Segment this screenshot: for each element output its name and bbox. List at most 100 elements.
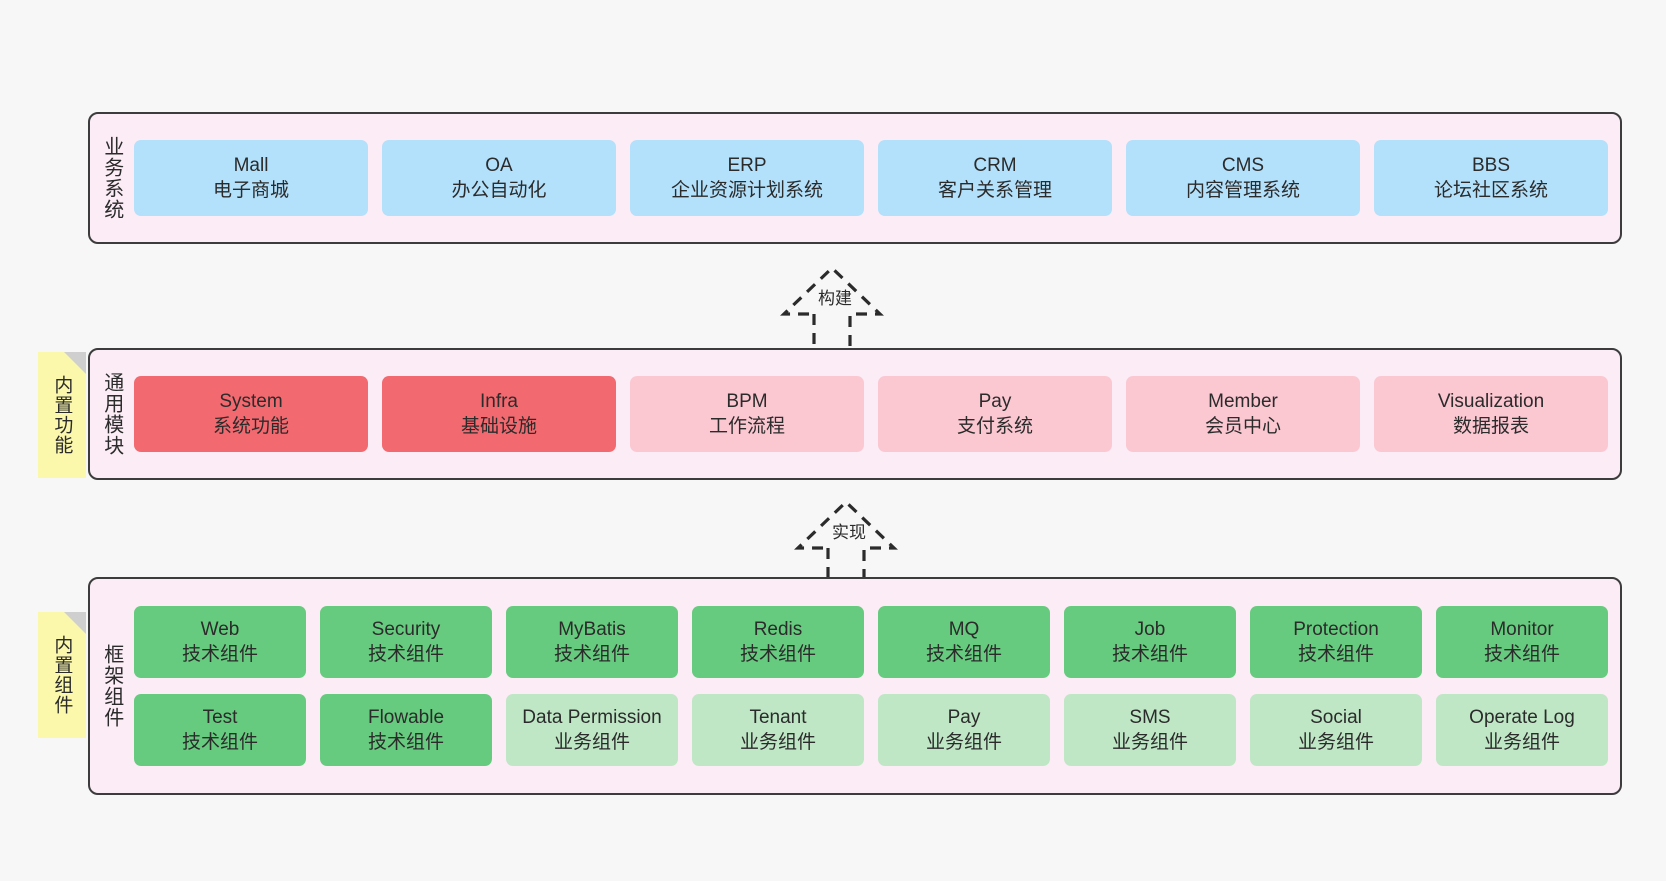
- card-row: System 系统功能 Infra 基础设施 BPM 工作流程 Pay 支付系统…: [134, 376, 1608, 452]
- card-operate-log[interactable]: Operate Log 业务组件: [1436, 694, 1608, 766]
- card-subtitle: 客户关系管理: [937, 179, 1052, 201]
- card-subtitle: 业务组件: [1483, 731, 1560, 753]
- card-subtitle: 数据报表: [1452, 415, 1529, 437]
- card-mq[interactable]: MQ 技术组件: [878, 606, 1050, 678]
- card-subtitle: 技术组件: [553, 643, 630, 665]
- card-title: Test: [202, 706, 238, 728]
- card-subtitle: 技术组件: [367, 643, 444, 665]
- card-system[interactable]: System 系统功能: [134, 376, 368, 452]
- layer-title-business-system: 业务系统: [100, 136, 125, 220]
- card-title: Job: [1134, 618, 1166, 640]
- card-subtitle: 技术组件: [739, 643, 816, 665]
- card-infra[interactable]: Infra 基础设施: [382, 376, 616, 452]
- card-title: MyBatis: [558, 618, 626, 640]
- card-subtitle: 电子商城: [212, 179, 289, 201]
- card-subtitle: 办公自动化: [451, 179, 547, 201]
- card-title: Tenant: [749, 706, 807, 728]
- card-row: Mall 电子商城 OA 办公自动化 ERP 企业资源计划系统 CRM 客户关系…: [134, 140, 1608, 216]
- arrow-build-label: 构建: [818, 289, 852, 309]
- card-title: Web: [200, 618, 240, 640]
- card-cms[interactable]: CMS 内容管理系统: [1126, 140, 1360, 216]
- card-pay[interactable]: Pay 支付系统: [878, 376, 1112, 452]
- card-protection[interactable]: Protection 技术组件: [1250, 606, 1422, 678]
- card-subtitle: 业务组件: [1111, 731, 1188, 753]
- card-title: MQ: [948, 618, 980, 640]
- arrow-implement-label: 实现: [832, 523, 866, 543]
- card-subtitle: 技术组件: [1483, 643, 1560, 665]
- note-builtin-components: 内置组件: [38, 612, 86, 738]
- card-title: ERP: [727, 154, 767, 176]
- card-subtitle: 论坛社区系统: [1433, 179, 1548, 201]
- card-title: BBS: [1471, 154, 1511, 176]
- arrow-implement: 实现: [766, 488, 926, 586]
- card-subtitle: 技术组件: [1297, 643, 1374, 665]
- card-redis[interactable]: Redis 技术组件: [692, 606, 864, 678]
- card-subtitle: 技术组件: [1111, 643, 1188, 665]
- card-title: BPM: [726, 390, 768, 412]
- card-subtitle: 系统功能: [212, 415, 289, 437]
- note-label: 内置组件: [51, 635, 74, 715]
- layer-business-system: 业务系统 Mall 电子商城 OA 办公自动化 ERP 企业资源计划系统 CRM…: [88, 112, 1622, 244]
- layer-title-framework-component: 框架组件: [100, 644, 125, 728]
- card-bpm[interactable]: BPM 工作流程: [630, 376, 864, 452]
- card-title: Infra: [479, 390, 519, 412]
- card-pay-business[interactable]: Pay 业务组件: [878, 694, 1050, 766]
- layer-body-common-module: System 系统功能 Infra 基础设施 BPM 工作流程 Pay 支付系统…: [134, 350, 1620, 478]
- layer-title-common-module: 通用模块: [100, 372, 125, 456]
- card-visualization[interactable]: Visualization 数据报表: [1374, 376, 1608, 452]
- arrow-build: 构建: [752, 254, 912, 352]
- layer-framework-component: 框架组件 Web 技术组件 Security 技术组件 MyBatis 技术组件…: [88, 577, 1622, 795]
- card-title: Data Permission: [522, 706, 662, 728]
- card-title: Protection: [1293, 618, 1379, 640]
- card-title: Pay: [947, 706, 981, 728]
- card-test[interactable]: Test 技术组件: [134, 694, 306, 766]
- layer-common-module: 通用模块 System 系统功能 Infra 基础设施 BPM 工作流程 Pay…: [88, 348, 1622, 480]
- card-title: OA: [485, 154, 513, 176]
- card-flowable[interactable]: Flowable 技术组件: [320, 694, 492, 766]
- card-subtitle: 企业资源计划系统: [670, 179, 823, 201]
- card-title: Monitor: [1490, 618, 1554, 640]
- card-tenant[interactable]: Tenant 业务组件: [692, 694, 864, 766]
- card-security[interactable]: Security 技术组件: [320, 606, 492, 678]
- card-monitor[interactable]: Monitor 技术组件: [1436, 606, 1608, 678]
- card-subtitle: 技术组件: [367, 731, 444, 753]
- card-social[interactable]: Social 业务组件: [1250, 694, 1422, 766]
- card-title: Redis: [753, 618, 803, 640]
- card-bbs[interactable]: BBS 论坛社区系统: [1374, 140, 1608, 216]
- card-subtitle: 内容管理系统: [1185, 179, 1300, 201]
- note-label: 内置功能: [51, 375, 74, 455]
- layer-body-framework-component: Web 技术组件 Security 技术组件 MyBatis 技术组件 Redi…: [134, 579, 1620, 793]
- layer-body-business-system: Mall 电子商城 OA 办公自动化 ERP 企业资源计划系统 CRM 客户关系…: [134, 114, 1620, 242]
- card-crm[interactable]: CRM 客户关系管理: [878, 140, 1112, 216]
- card-subtitle: 基础设施: [460, 415, 537, 437]
- card-subtitle: 业务组件: [553, 731, 630, 753]
- card-web[interactable]: Web 技术组件: [134, 606, 306, 678]
- card-title: Security: [371, 618, 441, 640]
- card-oa[interactable]: OA 办公自动化: [382, 140, 616, 216]
- card-row: Test 技术组件 Flowable 技术组件 Data Permission …: [134, 694, 1608, 766]
- card-mybatis[interactable]: MyBatis 技术组件: [506, 606, 678, 678]
- card-member[interactable]: Member 会员中心: [1126, 376, 1360, 452]
- card-data-permission[interactable]: Data Permission 业务组件: [506, 694, 678, 766]
- card-title: Social: [1310, 706, 1362, 728]
- card-sms[interactable]: SMS 业务组件: [1064, 694, 1236, 766]
- card-row: Web 技术组件 Security 技术组件 MyBatis 技术组件 Redi…: [134, 606, 1608, 678]
- card-title: Flowable: [367, 706, 445, 728]
- card-subtitle: 支付系统: [956, 415, 1033, 437]
- card-job[interactable]: Job 技术组件: [1064, 606, 1236, 678]
- card-erp[interactable]: ERP 企业资源计划系统: [630, 140, 864, 216]
- card-subtitle: 会员中心: [1204, 415, 1281, 437]
- card-subtitle: 业务组件: [739, 731, 816, 753]
- card-subtitle: 技术组件: [925, 643, 1002, 665]
- card-subtitle: 业务组件: [1297, 731, 1374, 753]
- note-builtin-features: 内置功能: [38, 352, 86, 478]
- card-title: Visualization: [1437, 390, 1545, 412]
- card-mall[interactable]: Mall 电子商城: [134, 140, 368, 216]
- card-title: Pay: [978, 390, 1012, 412]
- card-title: Member: [1208, 390, 1278, 412]
- card-subtitle: 技术组件: [181, 643, 258, 665]
- card-title: Mall: [233, 154, 269, 176]
- card-title: System: [219, 390, 283, 412]
- card-title: CMS: [1221, 154, 1265, 176]
